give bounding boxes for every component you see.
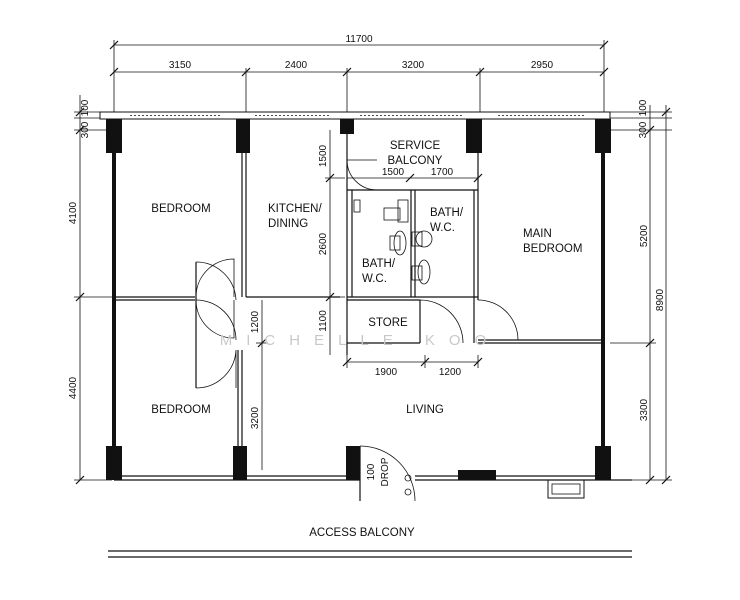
room-main-bedroom-line-1: MAIN [523, 228, 552, 240]
segment-label-1: 3150 [169, 60, 192, 71]
store-bottom-label-1: 1900 [375, 367, 398, 378]
drop-label-text: DROP [380, 457, 391, 486]
left-vertical-label-1: 4100 [68, 201, 79, 224]
right-vertical-label-1: 5200 [639, 224, 650, 247]
right-overall-label: 8900 [655, 288, 666, 311]
room-kitchen-line-2: DINING [268, 218, 308, 230]
store-bottom-label-2: 1200 [439, 367, 462, 378]
room-kitchen-line-1: KITCHEN/ [268, 203, 322, 215]
segment-label-4: 2950 [531, 60, 554, 71]
room-bath-right-line-1: BATH/ [430, 207, 464, 219]
right-vertical-label-2: 3300 [639, 398, 650, 421]
room-access-balcony: ACCESS BALCONY [309, 527, 415, 539]
room-bath-right-line-2: W.C. [430, 222, 455, 234]
room-living: LIVING [406, 404, 444, 416]
kitchen-vertical-label-2: 2600 [318, 232, 329, 255]
room-bath-left-line-1: BATH/ [362, 258, 396, 270]
room-main-bedroom-line-2: BEDROOM [523, 243, 582, 255]
left-top-label-2: 300 [80, 121, 91, 138]
kitchen-vertical-label-3: 1100 [318, 310, 329, 332]
kitchen-vertical-label-1: 1500 [318, 144, 329, 167]
walls [99, 111, 632, 499]
room-bath-left-line-2: W.C. [362, 273, 387, 285]
right-top-label-1: 100 [638, 99, 649, 116]
fixtures [353, 199, 433, 285]
balcony-split-label-2: 1700 [431, 167, 454, 178]
segment-label-2: 2400 [285, 60, 308, 71]
doors [195, 159, 519, 502]
room-bedroom-bottom: BEDROOM [151, 404, 210, 416]
room-service-balcony-line-2: BALCONY [388, 155, 443, 167]
segment-label-3: 3200 [402, 60, 425, 71]
watermark: MICHELLE KOO [220, 332, 501, 349]
right-top-label-2: 300 [638, 121, 649, 138]
room-store: STORE [368, 317, 408, 329]
left-top-label-1: 100 [80, 99, 91, 116]
corridor-label-2: 3200 [250, 406, 261, 429]
drop-label-value: 100 [366, 463, 377, 480]
room-labels: BEDROOM KITCHEN/ DINING SERVICE BALCONY … [151, 140, 582, 539]
room-bedroom-top: BEDROOM [151, 203, 210, 215]
bottom-border [108, 550, 632, 558]
dimension-labels: 11700 3150 2400 3200 2950 100 300 4100 4… [68, 34, 666, 486]
overall-width-label: 11700 [345, 34, 373, 45]
left-vertical-label-2: 4400 [68, 376, 79, 399]
balcony-split-label-1: 1500 [382, 167, 405, 178]
dimension-lines [74, 40, 672, 485]
room-service-balcony-line-1: SERVICE [390, 140, 441, 152]
corridor-label-1: 1200 [250, 310, 261, 333]
columns [106, 119, 611, 480]
